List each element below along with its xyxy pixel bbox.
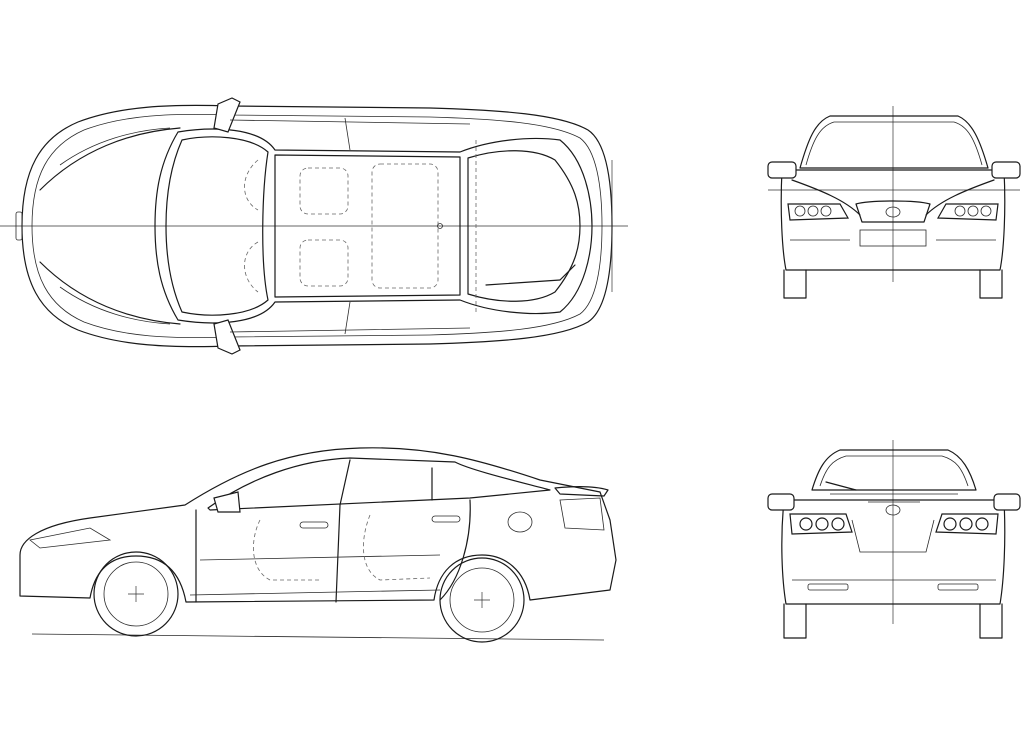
tail-light-right-lamp-3 bbox=[975, 517, 989, 531]
rear-logo bbox=[885, 504, 901, 516]
headlight-left-lamp-1 bbox=[794, 205, 806, 217]
side-sill-line bbox=[189, 589, 441, 596]
rear-reflector-right bbox=[937, 583, 979, 591]
side-headlight bbox=[29, 527, 112, 549]
rear-tire-right bbox=[979, 603, 1003, 639]
fuel-cap bbox=[507, 511, 533, 533]
tail-light-left bbox=[789, 513, 853, 535]
roof-panel bbox=[274, 154, 461, 298]
antenna bbox=[559, 264, 576, 281]
tail-light-right-lamp-1 bbox=[943, 517, 957, 531]
side-body-outline bbox=[19, 447, 617, 603]
front-windshield bbox=[799, 115, 989, 169]
front-emblem bbox=[15, 211, 23, 241]
rear-reflector-left bbox=[807, 583, 849, 591]
seat-front-right bbox=[299, 239, 349, 287]
seat-rear bbox=[371, 163, 439, 289]
headlight-right-lamp-1 bbox=[954, 205, 966, 217]
rear-spoiler-lines bbox=[830, 493, 958, 503]
top-view-cabin bbox=[154, 128, 593, 324]
front-wheel bbox=[93, 551, 179, 637]
side-mirror bbox=[213, 491, 241, 513]
front-grille bbox=[855, 200, 931, 223]
b-pillar bbox=[339, 459, 351, 506]
rear-view-window bbox=[811, 449, 977, 491]
front-wheel-rim bbox=[103, 561, 169, 627]
headlight-right-lamp-2 bbox=[967, 205, 979, 217]
door-split-bottom bbox=[344, 301, 351, 335]
top-view-body-inner bbox=[31, 113, 603, 339]
windshield bbox=[165, 136, 269, 316]
door-handle-rear bbox=[431, 515, 461, 523]
mirror-right bbox=[213, 319, 241, 355]
door-cut-lines bbox=[195, 499, 471, 603]
headlight-left-lamp-3 bbox=[820, 205, 832, 217]
rear-view-window-inner bbox=[819, 455, 969, 487]
front-wheel-center bbox=[128, 586, 144, 602]
rear-wheel-rim bbox=[449, 567, 515, 633]
front-mirror-left bbox=[767, 161, 797, 179]
mirror-left bbox=[213, 97, 241, 133]
rear-wheel-center bbox=[474, 592, 490, 608]
steering-area bbox=[244, 159, 259, 293]
front-tire-left bbox=[783, 269, 807, 299]
door-handle-front bbox=[299, 521, 329, 529]
rear-mirror-left bbox=[767, 493, 795, 511]
door-sill-lines bbox=[229, 119, 471, 333]
front-view bbox=[767, 106, 1021, 299]
side-view bbox=[19, 447, 617, 643]
rear-view bbox=[767, 440, 1021, 639]
ground-line bbox=[31, 633, 605, 641]
rear-wheel bbox=[439, 557, 525, 643]
side-crease-line bbox=[199, 554, 441, 561]
side-tail-light bbox=[559, 497, 605, 531]
side-interior-seats bbox=[253, 514, 431, 581]
front-tire-right bbox=[979, 269, 1003, 299]
front-mirror-right bbox=[991, 161, 1021, 179]
hood-line-upper bbox=[39, 127, 181, 191]
front-license-plate bbox=[859, 229, 927, 247]
headlight-right-lamp-3 bbox=[980, 205, 992, 217]
trunk-lid bbox=[851, 519, 935, 553]
front-logo bbox=[885, 206, 901, 218]
front-body bbox=[780, 169, 1006, 271]
rear-window bbox=[467, 150, 581, 302]
tail-light-left-lamp-1 bbox=[799, 517, 813, 531]
headlight-left-lamp-2 bbox=[807, 205, 819, 217]
roof-center-mark bbox=[437, 223, 443, 229]
rear-spoiler bbox=[554, 486, 609, 497]
top-view bbox=[0, 97, 628, 355]
rear-tire-left bbox=[783, 603, 807, 639]
wiper-rear bbox=[485, 279, 561, 286]
side-windows bbox=[207, 457, 551, 511]
tail-light-right-lamp-2 bbox=[959, 517, 973, 531]
front-windshield-inner bbox=[805, 121, 983, 166]
tail-light-right bbox=[935, 513, 999, 535]
rear-body bbox=[781, 499, 1006, 605]
front-hood-curves bbox=[791, 179, 995, 216]
hood-crease bbox=[59, 127, 171, 325]
rear-wiper bbox=[825, 481, 857, 491]
seat-front-left bbox=[299, 167, 349, 215]
tail-light-left-lamp-3 bbox=[831, 517, 845, 531]
hood-line-lower bbox=[39, 261, 181, 325]
door-split-top bbox=[344, 117, 351, 151]
rear-mirror-right bbox=[993, 493, 1021, 511]
tail-light-left-lamp-2 bbox=[815, 517, 829, 531]
